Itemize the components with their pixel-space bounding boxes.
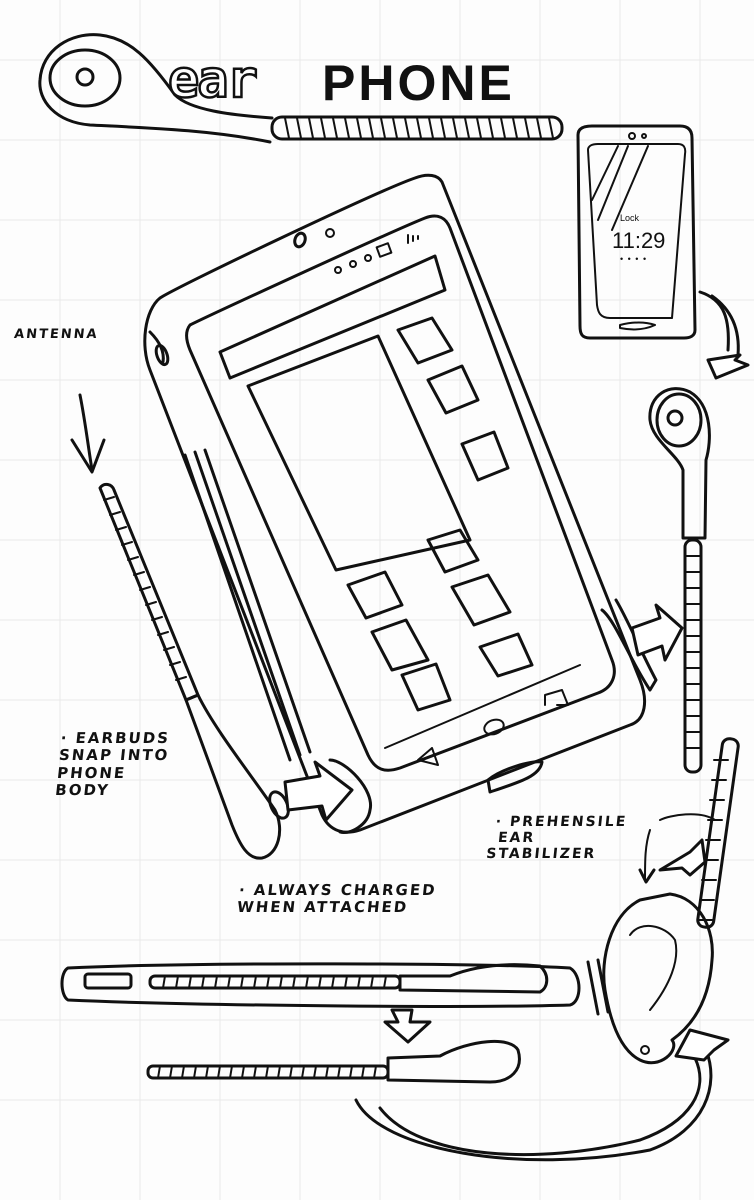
annotation-earbuds-line-1: · EARBUDS [59, 729, 171, 747]
ear-sketch [354, 737, 740, 1162]
earbud-detached-sketch [146, 1039, 521, 1084]
phone-side-profile-sketch [60, 962, 581, 1044]
antenna-earbud-sketch [70, 393, 354, 860]
earbud-vertical-sketch [630, 387, 711, 774]
annotation-charged: · ALWAYS CHARGED WHEN ATTACHED [236, 881, 438, 917]
annotation-prehensile-line-3: STABILIZER [485, 846, 598, 863]
annotation-prehensile-line-2: EAR [497, 830, 537, 847]
lock-label: Lock [620, 213, 640, 223]
earphone-logo-icon [38, 33, 564, 144]
annotation-charged-line-1: · ALWAYS CHARGED [238, 881, 438, 899]
annotation-earbuds-line-2: SNAP INTO [58, 746, 171, 765]
annotation-antenna: ANTENNA [13, 327, 100, 342]
annotation-prehensile-line-1: · PREHENSILE [494, 814, 629, 830]
annotation-charged-line-2: WHEN ATTACHED [236, 898, 410, 917]
annotation-earbuds: · EARBUDS SNAP INTO PHONE BODY [54, 729, 172, 799]
annotation-earbuds-line-4: BODY [54, 780, 111, 799]
lock-time: 11:29 [612, 228, 666, 253]
lock-indicator: • • • • [620, 254, 648, 264]
title-ear: ear [167, 49, 259, 112]
phone-main-sketch [143, 173, 658, 835]
title-phone: PHONE [322, 55, 515, 111]
annotation-prehensile: · PREHENSILE EAR STABILIZER [485, 814, 629, 862]
annotation-earbuds-line-3: PHONE [56, 763, 128, 782]
phone-small-sketch [576, 124, 750, 380]
